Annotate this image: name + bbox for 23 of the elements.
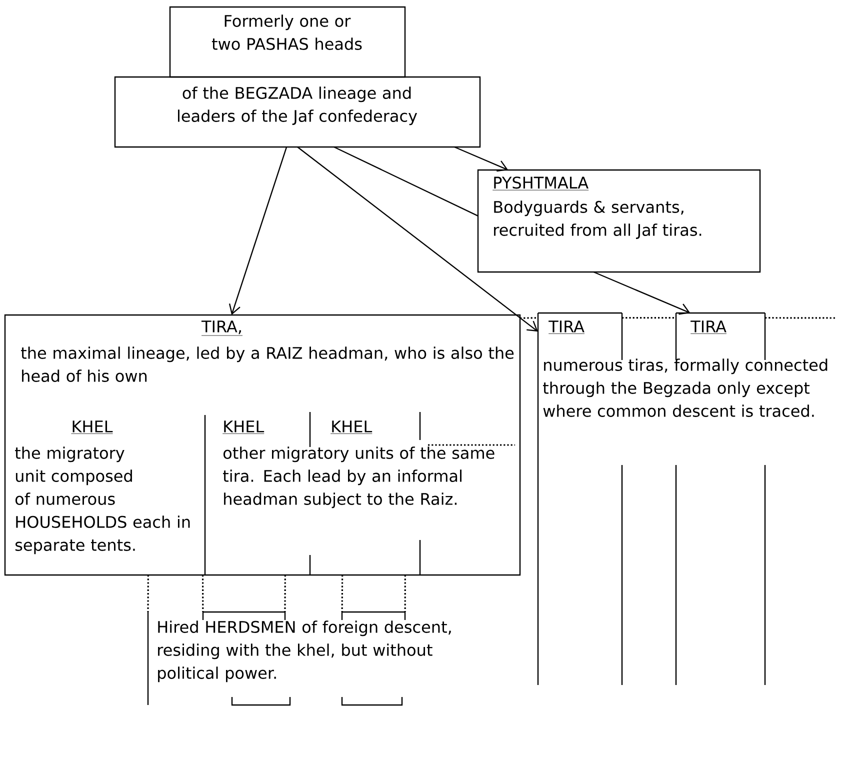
arrow [228,146,288,315]
heading: KHEL [222,420,264,434]
note-text: numerous tiras, formally connected through the Begzada only except where common descent is traced. [543,358,828,417]
note-text: other migratory units of the same tira. Each lead by an informal headman subject to the Raiz. [223,446,494,508]
heading: KHEL [330,420,372,434]
dotted-line [284,575,286,612]
note-text: the migratory unit composed of numerous HOUSEHOLDS each in separate tents. [15,446,190,554]
connector-line [334,146,478,216]
bracketed-note: Hired HERDSMEN of foreign descent, residing with the khel, but without political power. [147,611,451,706]
text-box: PYSHTMALA Bodyguards & servants, recruited from all Jaf tiras. [477,169,761,273]
dotted-line [520,317,538,319]
dotted-line [765,317,836,319]
arrow [454,146,508,172]
arrow [593,271,690,315]
text-box: Formerly one or two PASHAS heads [169,6,406,78]
arrow [297,146,538,332]
dotted-line [147,575,149,612]
text-box: of the BEGZADA lineage and leaders of the Jaf confederacy [114,76,481,148]
dotted-line [622,317,676,319]
dotted-line [202,575,204,612]
dotted-line [341,575,344,612]
dotted-line [404,575,406,612]
heading: KHEL [71,420,113,434]
